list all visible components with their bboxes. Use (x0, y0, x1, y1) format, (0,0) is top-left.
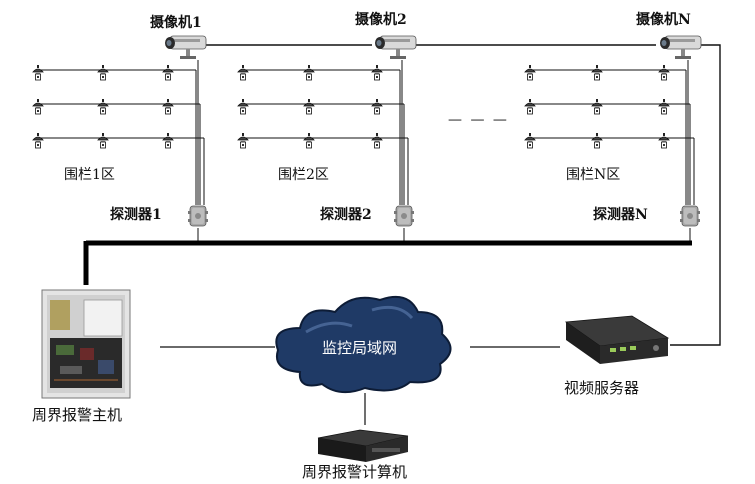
fence-lamp-icon (97, 65, 109, 81)
fence-lamp-icon (371, 65, 383, 81)
alarm-host-label: 周界报警主机 (32, 406, 123, 424)
zone-n-lamps (524, 65, 670, 149)
fence-lamp-icon (32, 99, 44, 115)
fence-lamp-icon (162, 133, 174, 149)
fence-lamp-icon (32, 65, 44, 81)
fence-lamp-icon (658, 133, 670, 149)
fence-lamp-icon (371, 133, 383, 149)
detector-n-label: 探测器N (593, 207, 648, 223)
camera-chain-lines (202, 44, 721, 346)
camera-1-label: 摄像机1 (150, 15, 202, 31)
alarm-computer-icon (317, 429, 409, 462)
camera-2-icon (374, 35, 417, 60)
camera-2-label: 摄像机2 (355, 12, 407, 28)
fence-zone-1-label: 围栏1区 (64, 167, 115, 183)
detector-bus (83, 240, 692, 285)
zone-2-lamps (237, 65, 383, 149)
fence-lamp-icon (97, 99, 109, 115)
fence-lamp-icon (524, 133, 536, 149)
fence-lamp-icon (658, 99, 670, 115)
zone-1-lamps (32, 65, 174, 149)
fence-lamp-icon (524, 99, 536, 115)
detector-2-icon (394, 205, 414, 227)
fence-lamp-icon (524, 65, 536, 81)
video-server-icon (564, 315, 670, 364)
network-label: 监控局域网 (322, 339, 398, 357)
camera-n-label: 摄像机N (636, 12, 691, 28)
zone-1-wiring (38, 60, 205, 243)
fence-lamp-icon (162, 65, 174, 81)
fence-lamp-icon (237, 133, 249, 149)
lan-cloud-icon (275, 296, 452, 394)
zones-ellipsis: — — — (448, 112, 509, 128)
fence-lamp-icon (32, 133, 44, 149)
camera-1-icon (164, 35, 207, 60)
fence-lamp-icon (97, 133, 109, 149)
fence-lamp-icon (303, 99, 315, 115)
fence-lamp-icon (591, 133, 603, 149)
fence-lamp-icon (303, 133, 315, 149)
fence-zone-n-label: 围栏N区 (566, 167, 621, 183)
fence-lamp-icon (162, 99, 174, 115)
camera-n-icon (659, 35, 702, 60)
alarm-host-cabinet-icon (41, 289, 131, 399)
video-server-label: 视频服务器 (564, 379, 640, 397)
fence-lamp-icon (371, 99, 383, 115)
detector-1-label: 探测器1 (110, 207, 162, 223)
detector-2-label: 探测器2 (320, 207, 372, 223)
fence-lamp-icon (658, 65, 670, 81)
detector-1-icon (188, 205, 208, 227)
fence-lamp-icon (591, 65, 603, 81)
network-links (160, 346, 560, 425)
fence-lamp-icon (303, 65, 315, 81)
detector-n-icon (680, 205, 700, 227)
fence-lamp-icon (591, 99, 603, 115)
fence-zone-2-label: 围栏2区 (278, 167, 329, 183)
alarm-computer-label: 周界报警计算机 (302, 463, 408, 481)
fence-lamp-icon (237, 99, 249, 115)
fence-lamp-icon (237, 65, 249, 81)
